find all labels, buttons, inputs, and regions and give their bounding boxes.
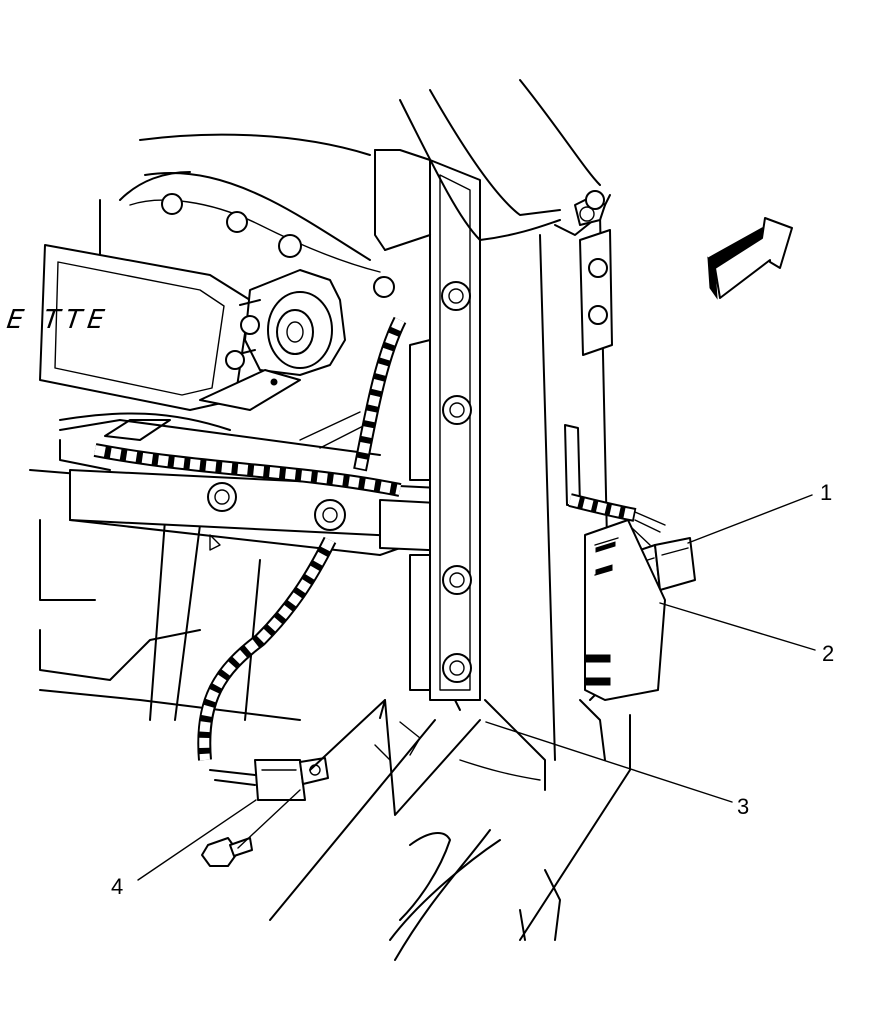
- cross-beam: [69, 469, 481, 556]
- wiring-harness-right: [568, 493, 666, 546]
- body-structure: E TTE: [5, 133, 401, 721]
- bolt-icon: [201, 789, 301, 867]
- blower-motor: [199, 269, 346, 411]
- callout-4: 4: [111, 874, 123, 899]
- lower-sill: [269, 699, 631, 961]
- leader-lines: [137, 494, 816, 881]
- forward-arrow-icon: [707, 217, 793, 300]
- control-module: [584, 519, 666, 701]
- wiring-harness-left: [93, 316, 407, 786]
- hinge-pillar: [374, 79, 613, 791]
- connector-icon: [254, 757, 329, 801]
- badge-text: E TTE: [5, 305, 112, 335]
- callout-2: 2: [822, 641, 834, 666]
- callout-1: 1: [820, 480, 832, 505]
- callout-3: 3: [737, 794, 749, 819]
- bolt-icon: [161, 193, 395, 298]
